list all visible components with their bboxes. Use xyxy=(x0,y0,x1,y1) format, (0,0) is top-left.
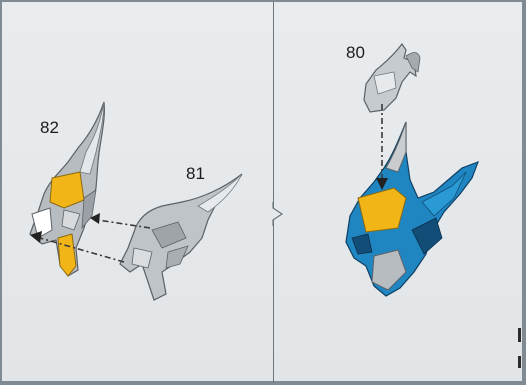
step-right-illustration xyxy=(276,2,524,383)
piece-81-icon xyxy=(120,174,242,300)
step-panel-right: 80 xyxy=(276,2,524,383)
piece-80-icon xyxy=(364,44,420,112)
edge-mark-2 xyxy=(518,356,521,368)
panel-divider xyxy=(273,2,274,383)
step-panel-left: 82 81 xyxy=(2,2,274,383)
step-left-illustration xyxy=(2,2,274,383)
mask-82-icon xyxy=(30,102,104,276)
assembled-head-icon xyxy=(346,122,478,296)
part-number-80: 80 xyxy=(346,43,365,63)
arrow-lower xyxy=(40,238,124,262)
edge-mark xyxy=(518,328,521,342)
